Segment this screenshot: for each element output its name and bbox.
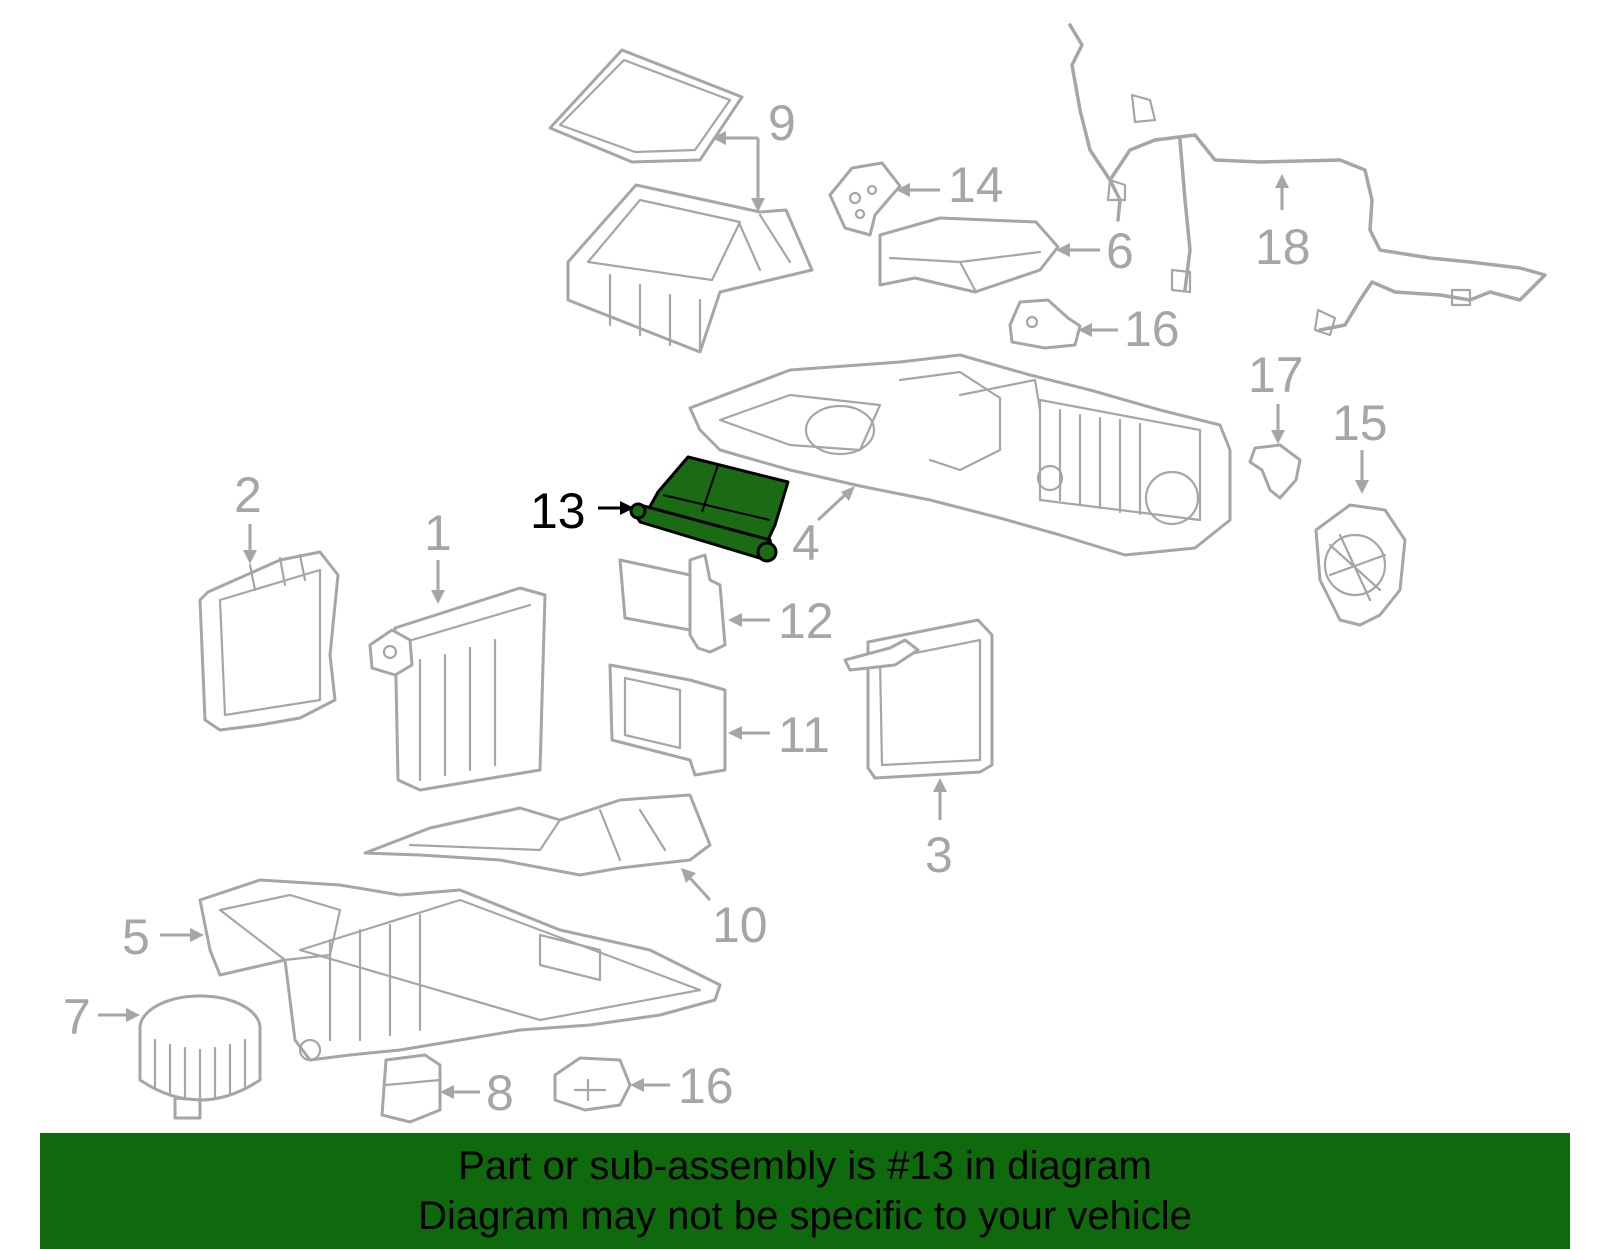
leader-14 [896,183,940,197]
callout-16-lower: 16 [678,1058,734,1114]
callout-9: 9 [768,95,796,151]
part-13-highlighted[interactable] [629,455,790,563]
part-1-evaporator[interactable] [368,586,547,792]
leader-5 [160,928,204,942]
callout-3: 3 [925,827,953,883]
leader-11 [728,726,770,740]
leader-1 [431,560,445,604]
leader-10 [681,868,712,902]
part-4-upper-case[interactable] [688,353,1232,557]
callout-11: 11 [778,707,830,763]
part-16-lower-actuator[interactable] [553,1056,632,1112]
part-15-blower-scroll[interactable] [1314,503,1407,627]
part-12-door[interactable] [618,553,727,654]
callout-4: 4 [792,515,820,571]
leader-6 [1056,243,1100,257]
callout-8: 8 [486,1065,514,1121]
part-8-resistor[interactable] [380,1053,442,1124]
part-10-duct[interactable] [363,793,712,877]
part-18-wiring-harness[interactable] [1068,23,1547,337]
leader-16-lower [630,1078,670,1092]
leader-8 [440,1085,480,1099]
part-5-lower-case[interactable] [198,878,722,1062]
leader-13 [598,501,634,515]
callout-15: 15 [1332,395,1388,451]
leader-12 [728,613,770,627]
part-17-sensor[interactable] [1248,443,1302,500]
callout-1: 1 [424,505,452,561]
leader-4 [816,486,855,522]
part-9-filter-housing[interactable] [566,183,814,354]
banner-line-2: Diagram may not be specific to your vehi… [418,1194,1192,1238]
callout-2: 2 [234,467,262,523]
part-3-heater-core[interactable] [843,618,994,780]
part-9-filter-cover[interactable] [548,48,744,164]
banner-line-1: Part or sub-assembly is #13 in diagram [458,1144,1152,1188]
callout-18: 18 [1255,219,1311,275]
callout-14: 14 [948,157,1004,213]
callout-5: 5 [122,909,150,965]
info-banner: Part or sub-assembly is #13 in diagram D… [40,1133,1570,1249]
part-7-blower-motor[interactable] [138,994,262,1120]
leader-18 [1275,174,1289,210]
part-6-cover[interactable] [878,216,1060,294]
leader-17 [1271,404,1285,444]
callout-16-upper: 16 [1124,301,1180,357]
leader-16-upper [1078,323,1118,337]
part-11-door[interactable] [608,663,727,777]
callout-17: 17 [1248,347,1304,403]
leader-15 [1355,450,1369,494]
callout-7: 7 [63,989,91,1045]
callout-12: 12 [778,593,834,649]
leader-9 [712,131,765,212]
leader-3 [933,778,947,820]
callout-13: 13 [530,483,586,539]
leader-2 [243,524,257,564]
part-14-actuator[interactable] [828,161,902,237]
part-16-upper-actuator[interactable] [1008,298,1082,350]
leader-7 [98,1008,140,1022]
callout-10: 10 [712,897,768,953]
part-2-cover[interactable] [198,550,340,732]
callout-6: 6 [1106,223,1134,279]
